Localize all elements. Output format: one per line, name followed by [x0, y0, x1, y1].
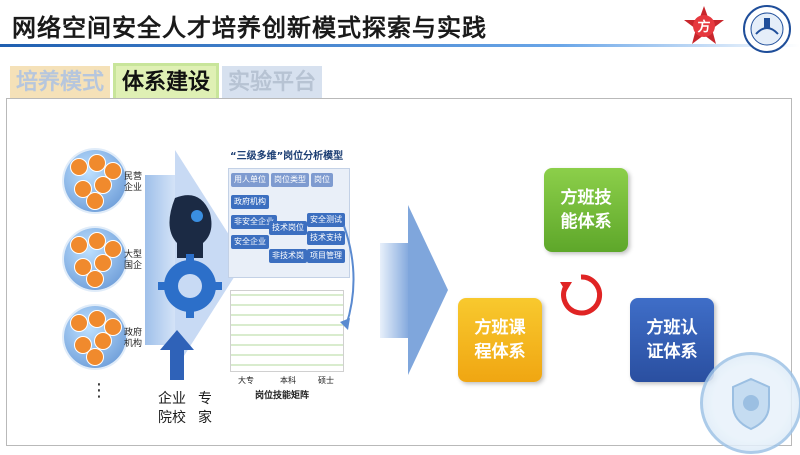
feedback-curve-icon	[340, 222, 364, 336]
more-ellipsis: ⋮	[90, 380, 108, 401]
cluster-government	[64, 306, 126, 368]
tab-training-mode[interactable]: 培养模式	[10, 66, 111, 100]
card-cert-system: 方班认证体系	[630, 298, 714, 382]
cluster-private-enterprise	[64, 150, 126, 212]
university-seal-icon	[742, 4, 792, 54]
matrix-title: 岗位技能矩阵	[255, 391, 310, 401]
matrix-col-label: 硕士	[318, 376, 334, 385]
model-header-type: 岗位类型	[271, 173, 309, 187]
logo-text: 方	[697, 19, 710, 35]
contributor-enterprise: 企业	[158, 391, 186, 407]
model-position: 技术支持	[307, 231, 345, 245]
model-header-unit: 用人单位	[231, 173, 269, 187]
output-arrow-head	[408, 205, 448, 375]
ai-head-gear-icon	[155, 188, 225, 318]
page-title: 网络空间安全人才培养创新模式探索与实践	[12, 14, 487, 42]
up-arrow-icon	[160, 330, 194, 384]
contributor-expert-1: 专	[198, 391, 212, 407]
cycle-refresh-icon	[558, 272, 604, 322]
output-arrow-body	[380, 243, 410, 338]
contributor-school: 院校	[158, 410, 186, 426]
cluster-state-enterprise	[64, 228, 126, 290]
card-skill-system: 方班技能体系	[544, 168, 628, 252]
association-seal-icon	[700, 352, 800, 454]
cluster-label-state: 大型国企	[124, 250, 143, 271]
analysis-model: 用人单位 岗位类型 岗位 政府机构 非安全企业 安全企业 技术岗位 非技术岗 安…	[228, 168, 350, 278]
model-unit: 安全企业	[231, 235, 269, 249]
model-unit: 非安全企业	[231, 215, 277, 229]
tab-system-building[interactable]: 体系建设	[113, 63, 220, 103]
input-arrow-body	[145, 175, 175, 345]
cluster-label-gov: 政府机构	[124, 328, 143, 349]
matrix-col-label: 本科	[280, 376, 296, 385]
model-header-position: 岗位	[311, 173, 333, 187]
model-position: 项目管理	[307, 249, 345, 263]
model-unit: 政府机构	[231, 195, 269, 209]
model-position: 安全测试	[307, 213, 345, 227]
title-underline	[0, 44, 800, 47]
model-title: “三级多维”岗位分析模型	[230, 151, 344, 162]
matrix-col-label: 大专	[238, 376, 254, 385]
tab-bar: 培养模式 体系建设 实验平台	[10, 63, 323, 103]
cluster-label-private: 民营企业	[124, 172, 143, 193]
model-type: 技术岗位	[269, 221, 307, 235]
card-course-system: 方班课程体系	[458, 298, 542, 382]
skill-matrix	[230, 290, 344, 372]
contributor-expert-2: 家	[198, 410, 212, 426]
tab-lab-platform[interactable]: 实验平台	[222, 66, 323, 100]
model-type: 非技术岗	[269, 249, 307, 263]
fangban-logo-icon: 方	[676, 4, 732, 48]
